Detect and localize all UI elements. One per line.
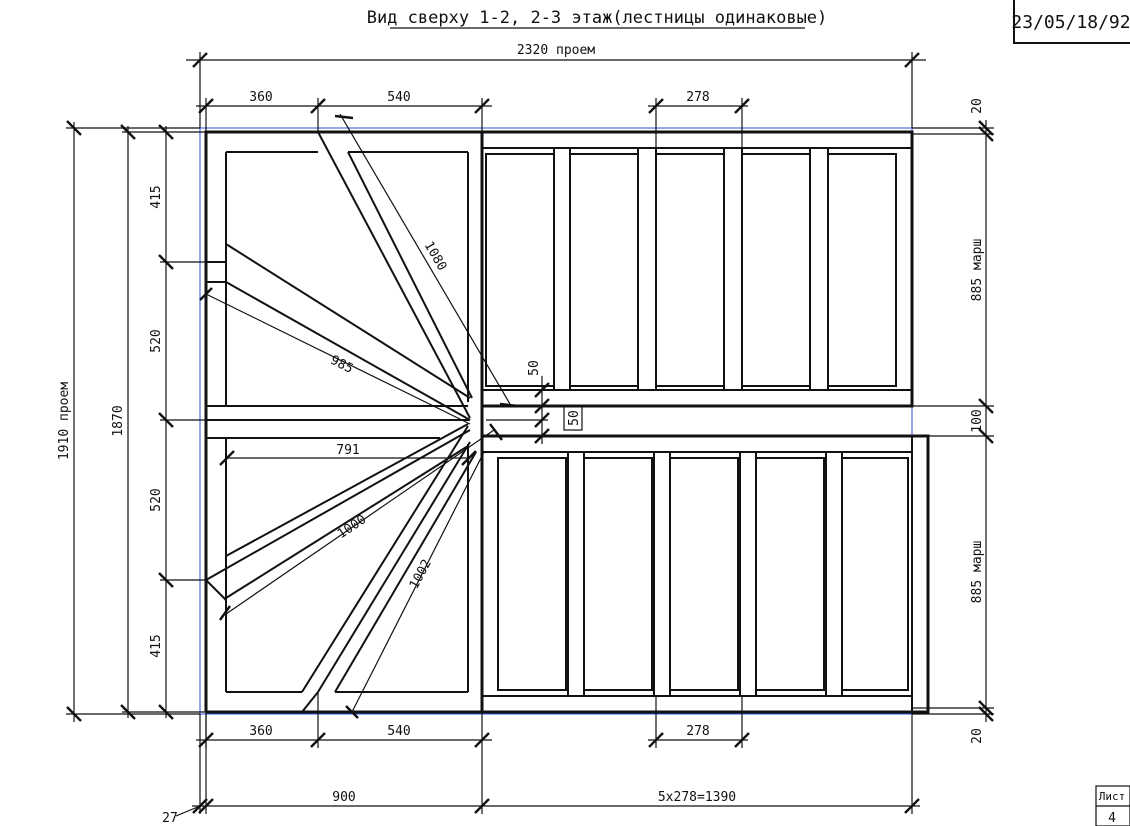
dim-bottom-360: 360 — [249, 724, 272, 739]
dim-base-1390: 5x278=1390 — [658, 790, 736, 805]
dim-diag-985: 985 — [328, 353, 356, 377]
dim-opening-width: 2320 проем — [517, 43, 595, 58]
dim-base-900: 900 — [332, 790, 355, 805]
dim-gap-50-b: 50 — [567, 410, 582, 426]
dim-inner-height: 1870 — [111, 405, 126, 436]
dim-right-20-bottom: 20 — [970, 728, 985, 744]
dim-diag-1080: 1080 — [421, 239, 450, 274]
sheet-number: 4 — [1108, 811, 1116, 826]
dim-top-278: 278 — [686, 90, 709, 105]
sheet-box: Лист 4 — [1095, 785, 1130, 826]
dim-diag-1000: 1000 — [335, 512, 369, 542]
dim-left-415-top: 415 — [149, 185, 164, 208]
dim-left-520-top: 520 — [149, 329, 164, 352]
dim-top-540: 540 — [387, 90, 410, 105]
dim-left-520-bottom: 520 — [149, 488, 164, 511]
dim-diag-791: 791 — [336, 443, 359, 458]
dimension-labels: 2320 проем 360 540 278 360 540 278 900 5… — [57, 43, 985, 826]
opening-outline — [199, 127, 913, 715]
code-box: 23/05/18/92 — [1011, 0, 1130, 44]
dim-right-885-top: 885 марш — [970, 239, 985, 302]
dim-top-360: 360 — [249, 90, 272, 105]
sheet-label: Лист — [1099, 790, 1126, 803]
dim-right-20-top: 20 — [970, 98, 985, 114]
dim-bottom-540: 540 — [387, 724, 410, 739]
dimension-lines — [66, 52, 994, 817]
dim-gap-50-a: 50 — [527, 360, 542, 376]
upper-flight — [482, 130, 914, 408]
drawing-code: 23/05/18/92 — [1011, 12, 1130, 33]
drawing-title: Вид сверху 1-2, 2-3 этаж(лестницы одинак… — [367, 8, 828, 28]
dim-right-100: 100 — [970, 409, 985, 432]
winder-section — [204, 130, 484, 714]
dim-right-885-bottom: 885 марш — [970, 541, 985, 604]
dim-opening-height: 1910 проем — [57, 382, 72, 460]
dim-left-415-bottom: 415 — [149, 634, 164, 657]
lower-flight — [482, 434, 930, 714]
dim-corner-27: 27 — [162, 811, 178, 826]
dim-bottom-278: 278 — [686, 724, 709, 739]
